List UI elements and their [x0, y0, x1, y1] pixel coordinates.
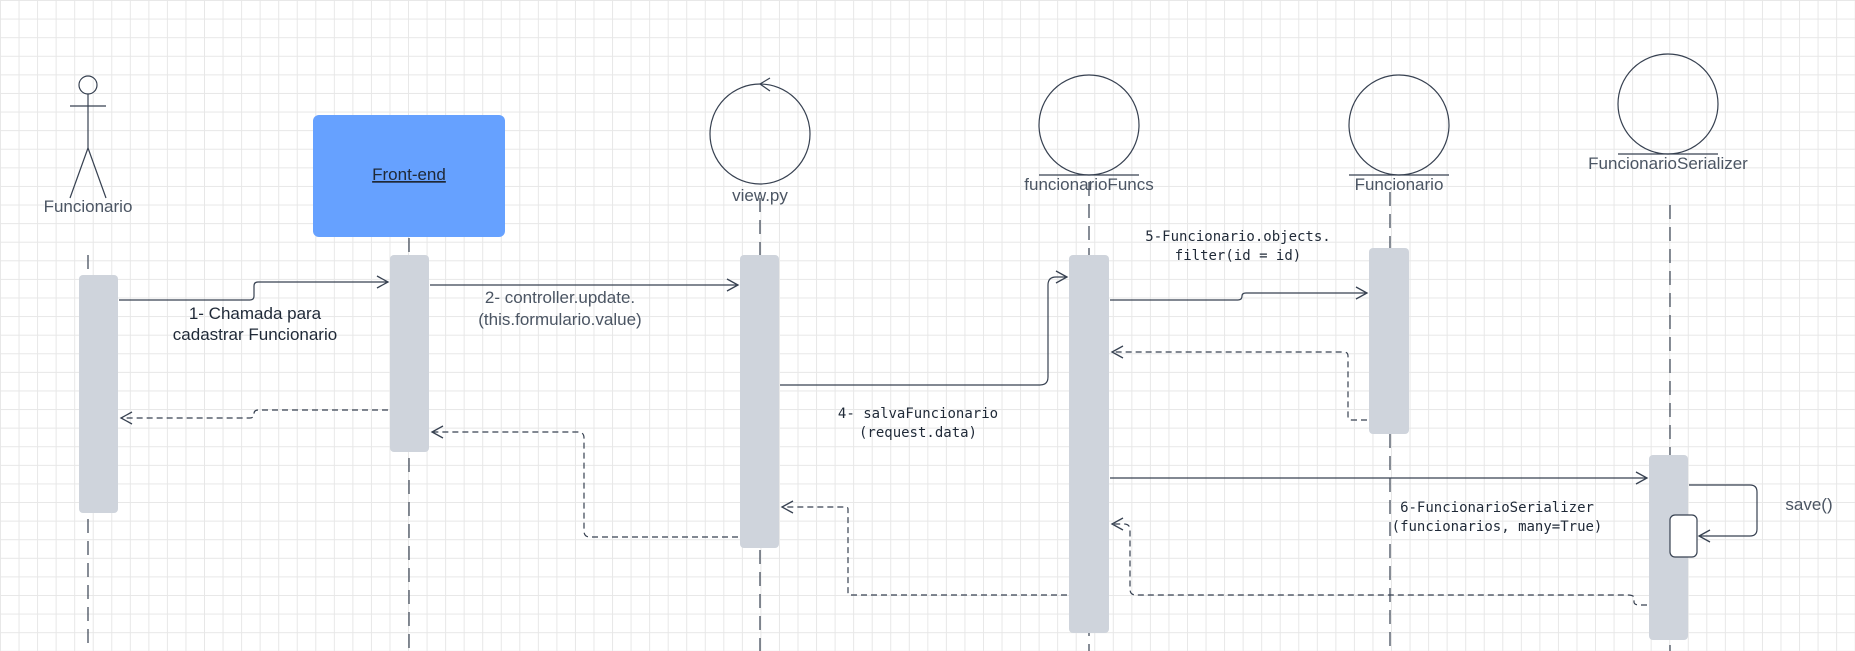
solid-messages [119, 270, 1758, 543]
message-1-label-line1: 1- Chamada para [189, 304, 322, 323]
actor-stick-figure [69, 75, 107, 199]
activation-serializer [1649, 455, 1688, 640]
entity-serializer-label: FuncionarioSerializer [1588, 154, 1748, 173]
entity-funcs-icon [1038, 74, 1140, 176]
activation-funcionario-model [1369, 248, 1409, 434]
message-6-label-line1: 6-FuncionarioSerializer [1400, 500, 1594, 516]
message-6-label-line2: (funcionarios, many=True) [1392, 519, 1603, 535]
front-end-label: Front-end [372, 165, 446, 184]
message-4-label-line1: 4- salvaFuncionario [838, 406, 998, 422]
message-5-arrow [1110, 286, 1369, 301]
activation-bars [79, 248, 1688, 640]
control-label: view.py [732, 186, 788, 205]
entity-model-icon [1348, 74, 1450, 176]
activation-actor [79, 275, 118, 513]
return-serializer-to-funcs [1110, 517, 1647, 606]
message-5-label-line2: filter(id = id) [1175, 248, 1301, 264]
entity-funcs-label: funcionarioFuncs [1024, 175, 1153, 194]
activation-funcionario-funcs [1069, 255, 1109, 633]
message-1-label-line2: cadastrar Funcionario [173, 325, 337, 344]
entity-model-label: Funcionario [1355, 175, 1444, 194]
self-call-arrow [1689, 484, 1758, 543]
message-4-label-line2: (request.data) [859, 425, 977, 441]
return-view-to-front-end [430, 425, 738, 538]
message-2-label-line2: (this.formulario.value) [478, 310, 641, 329]
entity-serializer-icon [1617, 53, 1719, 155]
activation-front-end [390, 255, 429, 452]
actor-label: Funcionario [44, 197, 133, 216]
message-4-arrow [780, 270, 1069, 386]
return-front-end-to-actor [119, 409, 388, 425]
self-call-activation [1669, 514, 1698, 558]
front-end-box [313, 115, 505, 237]
activation-view-py [740, 255, 779, 548]
return-funcs-to-view [780, 500, 1067, 596]
return-model-to-funcs [1110, 345, 1367, 421]
return-messages [119, 345, 1647, 606]
control-circle-icon [709, 77, 811, 185]
self-call-label: save() [1785, 495, 1832, 514]
message-5-label-line1: 5-Funcionario.objects. [1145, 229, 1330, 245]
message-2-label-line1: 2- controller.update. [485, 288, 635, 307]
message-1-arrow [119, 275, 390, 301]
